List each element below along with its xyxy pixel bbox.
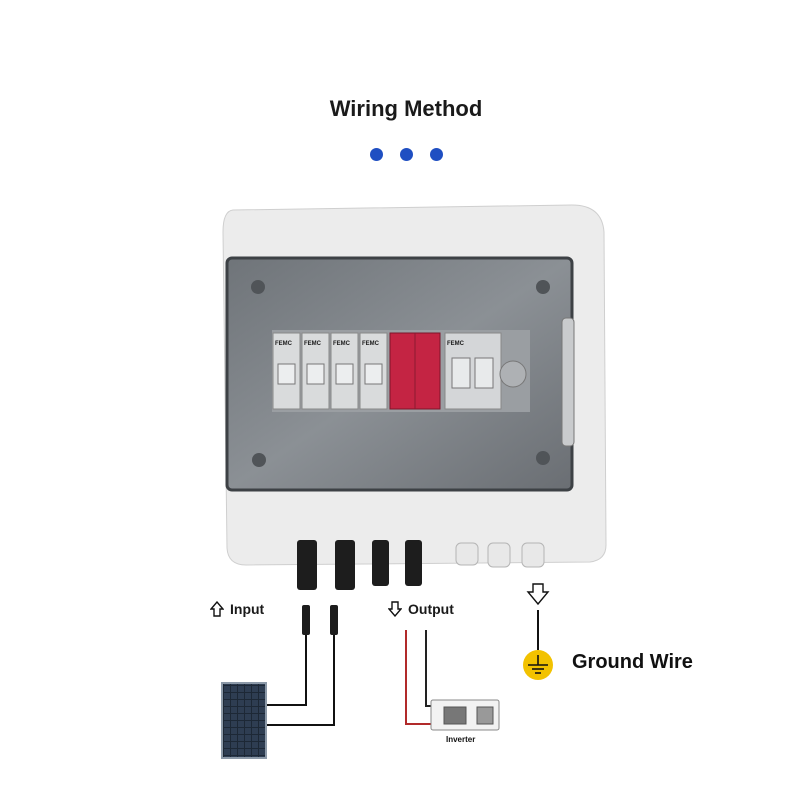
screw-icon bbox=[251, 280, 265, 294]
gland-3 bbox=[521, 542, 545, 568]
screw-icon bbox=[536, 280, 550, 294]
mc4-connectors bbox=[297, 540, 422, 590]
input-wire-1 bbox=[264, 635, 307, 706]
mc4-connector-2 bbox=[335, 540, 355, 590]
brand-label-3: FEMC bbox=[333, 341, 351, 347]
dot-1 bbox=[369, 148, 383, 161]
dot-3 bbox=[429, 148, 443, 161]
output-wire-1 bbox=[405, 630, 432, 725]
gland-2 bbox=[487, 542, 511, 568]
input-label: Input bbox=[210, 601, 264, 617]
gland-1 bbox=[455, 542, 479, 566]
ground-wire-label: Ground Wire bbox=[572, 651, 693, 673]
brand-label-2: FEMC bbox=[304, 341, 322, 347]
input-label-text: Input bbox=[230, 601, 265, 617]
mc4-connector-1 bbox=[297, 540, 317, 590]
brand-label-1: FEMC bbox=[275, 341, 293, 347]
input-wire-2 bbox=[264, 635, 335, 726]
screw-icon bbox=[252, 453, 266, 467]
input-plug-2 bbox=[330, 605, 338, 635]
brand-label-5: FEMC bbox=[447, 341, 465, 347]
breaker-group bbox=[272, 332, 527, 410]
cable-glands bbox=[455, 542, 545, 568]
output-label: Output bbox=[388, 601, 454, 617]
down-arrow-icon bbox=[526, 583, 550, 606]
down-arrow-icon bbox=[388, 601, 402, 617]
decorative-dots bbox=[0, 148, 800, 161]
screw-icon bbox=[536, 451, 550, 465]
brand-label-4: FEMC bbox=[362, 341, 380, 347]
input-plug-1 bbox=[302, 605, 310, 635]
output-label-text: Output bbox=[408, 601, 454, 617]
output-wire-2 bbox=[425, 630, 432, 707]
mc4-connector-4 bbox=[405, 540, 422, 586]
inverter-device bbox=[430, 699, 500, 731]
cover-latch bbox=[561, 317, 575, 447]
solar-panel bbox=[221, 682, 267, 759]
handle-knob bbox=[499, 360, 527, 388]
mc4-connector-3 bbox=[372, 540, 389, 586]
dot-2 bbox=[399, 148, 413, 161]
page-title: Wiring Method bbox=[329, 96, 483, 121]
inverter-label: Inverter bbox=[446, 735, 476, 744]
up-arrow-icon bbox=[210, 601, 224, 617]
